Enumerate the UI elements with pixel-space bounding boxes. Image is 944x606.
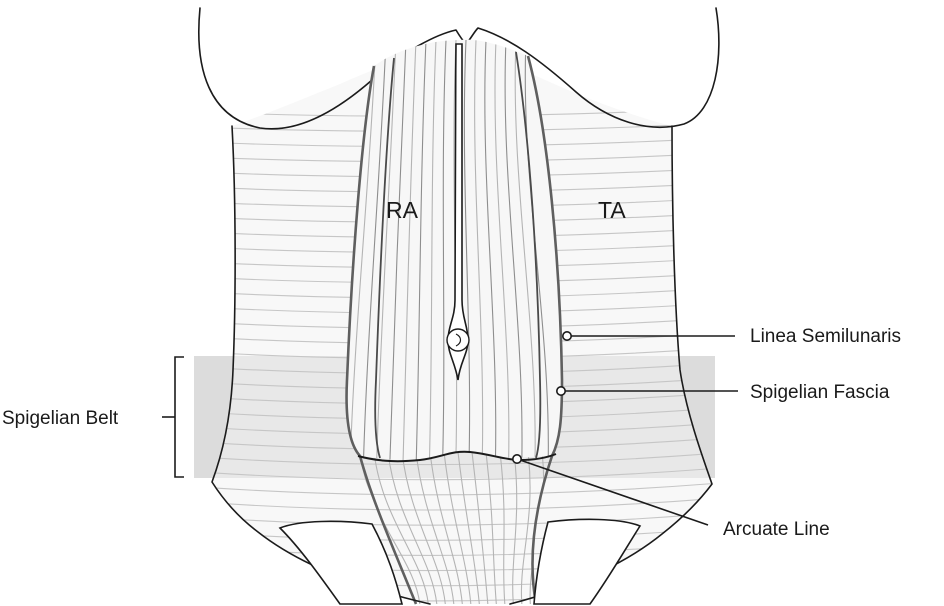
label-arcuate-line: Arcuate Line	[723, 519, 830, 540]
lower-rectus-fibers	[359, 452, 545, 604]
leader-linea-semilunaris: Linea Semilunaris	[561, 326, 901, 347]
rectus-fibers	[349, 39, 549, 462]
label-spigelian-fascia: Spigelian Fascia	[750, 382, 890, 403]
spigelian-belt-bracket: Spigelian Belt	[2, 356, 184, 478]
label-transversus-abdominis: TA	[598, 197, 626, 223]
leader-spigelian-fascia: Spigelian Fascia	[555, 382, 890, 403]
label-spigelian-belt: Spigelian Belt	[2, 408, 119, 429]
inguinal-shapes	[278, 518, 642, 605]
rectus-abdominis	[345, 39, 564, 605]
arcuate-line	[357, 450, 557, 463]
leader-arcuate-line: Arcuate Line	[511, 453, 830, 540]
label-linea-semilunaris: Linea Semilunaris	[750, 326, 901, 347]
label-rectus-abdominis: RA	[386, 197, 419, 223]
linea-alba	[446, 43, 470, 381]
umbilicus-icon	[446, 328, 470, 352]
